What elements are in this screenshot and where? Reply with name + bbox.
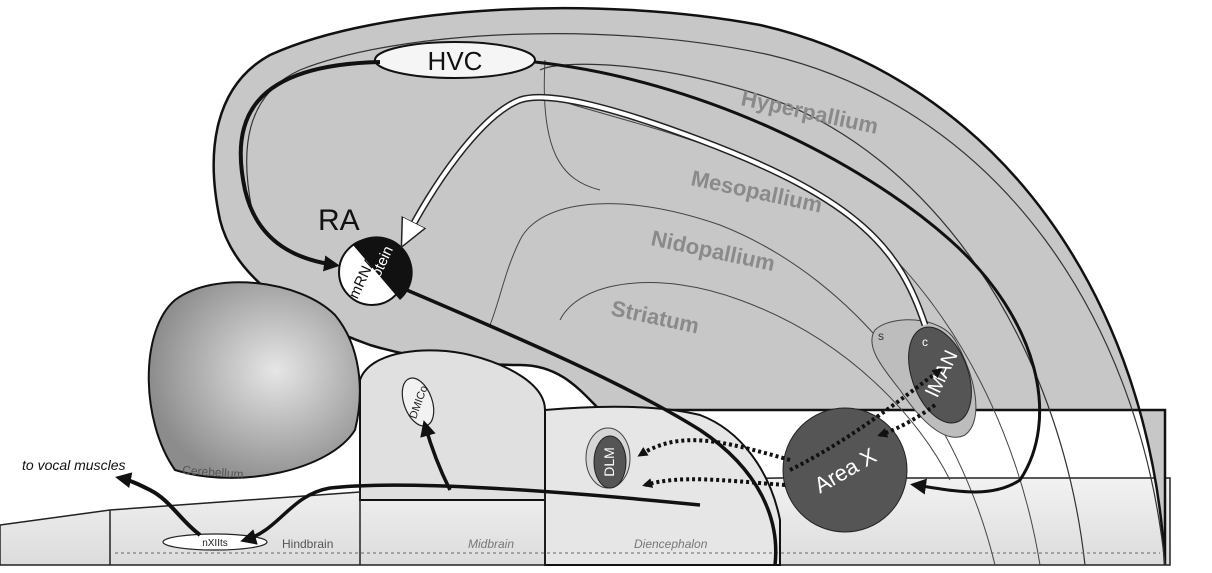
cerebellum-label: Cerebellum [182,463,244,481]
hvc-label: HVC [428,46,483,76]
dlm-label: DLM [601,447,617,477]
nxiits-label: nXIIts [202,538,228,549]
hindbrain-label: Hindbrain [282,537,333,551]
midbrain [360,350,545,500]
lman-c-label: c [922,335,928,349]
lman-s-label: s [878,329,884,343]
ra-label: RA [318,204,360,237]
cerebellum [149,282,360,478]
midbrain-label: Midbrain [468,537,514,551]
diencephalon-label: Diencephalon [634,537,708,551]
to-vocal-muscles-label: to vocal muscles [22,457,125,473]
